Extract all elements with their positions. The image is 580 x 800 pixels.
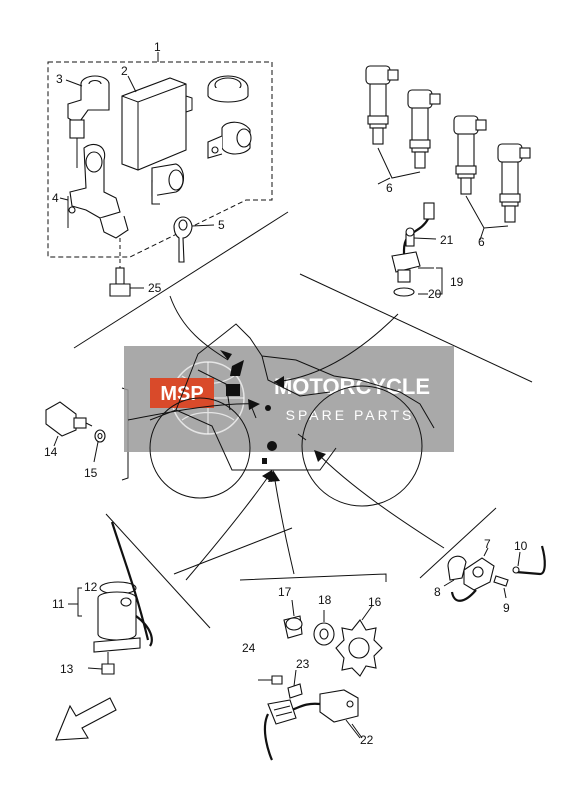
speed-sensor-assembly <box>391 202 443 297</box>
sprocket-sensor-assembly <box>258 599 383 761</box>
ignition-coil-4 <box>497 143 531 223</box>
ignition-coils <box>365 65 531 229</box>
label-13: 13 <box>60 662 74 676</box>
label-4: 4 <box>52 191 59 205</box>
label-15: 15 <box>84 466 98 480</box>
main-switch-part <box>67 75 129 239</box>
oil-level-sensor-part <box>68 521 153 675</box>
motorcycle-outline <box>149 323 435 507</box>
label-25: 25 <box>148 281 162 295</box>
label-18: 18 <box>318 593 332 607</box>
key-set-kit <box>47 52 273 258</box>
ignition-coil-2 <box>407 89 441 169</box>
temperature-sensor-part <box>45 401 106 463</box>
ignition-coil-3 <box>453 115 487 195</box>
label-6b: 6 <box>478 235 485 249</box>
label-7: 7 <box>484 537 491 551</box>
key-part <box>173 216 215 263</box>
label-8: 8 <box>434 585 441 599</box>
ecu-part <box>121 77 193 171</box>
label-1: 1 <box>154 40 161 54</box>
label-24: 24 <box>242 641 256 655</box>
neutral-switch-part <box>443 545 546 602</box>
callout-arrows <box>127 295 445 581</box>
label-21: 21 <box>440 233 454 247</box>
leader-lines <box>59 75 485 739</box>
watermark-subtitle: SPARE PARTS <box>286 407 415 423</box>
label-6a: 6 <box>386 181 393 195</box>
label-10: 10 <box>514 539 528 553</box>
front-direction-arrow <box>55 697 117 741</box>
label-11: 11 <box>52 597 65 611</box>
part-number-labels: 1 2 3 4 5 6 6 7 8 9 10 11 12 13 14 15 16… <box>44 40 528 747</box>
label-5: 5 <box>218 218 225 232</box>
label-2: 2 <box>121 64 128 78</box>
label-19: 19 <box>450 275 464 289</box>
fuel-cap-lock-part <box>207 75 249 103</box>
label-16: 16 <box>368 595 382 609</box>
ignition-coil-1 <box>365 65 399 145</box>
helmet-lock-part <box>151 163 185 205</box>
label-3: 3 <box>56 72 63 86</box>
label-9: 9 <box>503 601 510 615</box>
watermark: MSP MOTORCYCLE SPARE PARTS <box>124 346 454 452</box>
label-12: 12 <box>84 580 98 594</box>
label-14: 14 <box>44 445 58 459</box>
section-dividers <box>73 211 533 629</box>
bolt-25-part <box>109 238 144 297</box>
label-23: 23 <box>296 657 310 671</box>
label-20: 20 <box>428 287 442 301</box>
label-22: 22 <box>360 733 374 747</box>
seat-lock-part <box>207 121 252 159</box>
label-17: 17 <box>278 585 292 599</box>
